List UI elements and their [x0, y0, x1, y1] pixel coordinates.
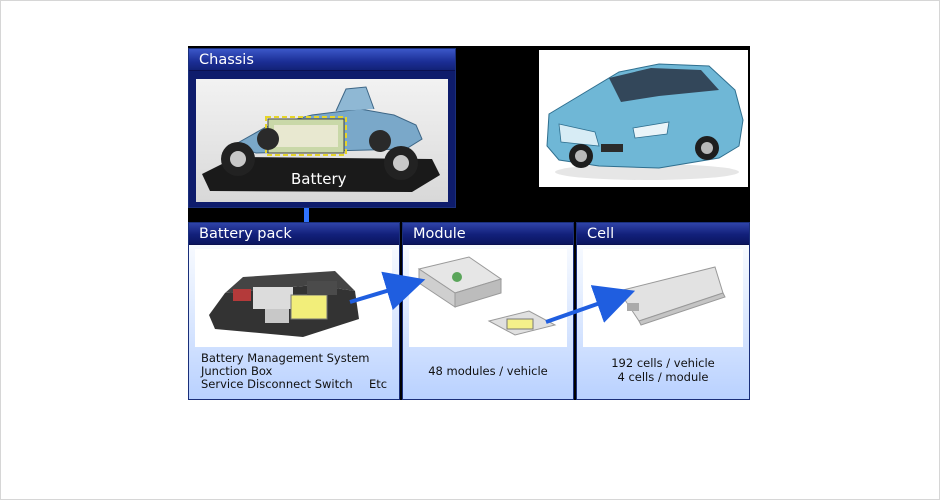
- battery-label: Battery: [291, 170, 347, 188]
- battery-pack-etc: Etc: [369, 377, 388, 391]
- cell-panel: Cell 192 cells / vehicle 4 cells / modul…: [576, 222, 750, 400]
- battery-pack-title: Battery pack: [189, 223, 399, 245]
- chassis-panel: Chassis Battery: [188, 48, 456, 208]
- cell-caption-line-2: 4 cells / module: [617, 370, 709, 384]
- arrow-icon: [349, 271, 636, 324]
- module-panel: Module 48 modules / vehicle: [402, 222, 574, 400]
- battery-pack-panel: Battery pack Battery Management System J…: [188, 222, 400, 400]
- battery-pack-line-1: Battery Management System: [201, 351, 370, 365]
- battery-pack-line-2: Junction Box: [201, 364, 273, 378]
- chassis-photo: Battery: [196, 79, 448, 202]
- battery-pack-line-3: Service Disconnect Switch: [201, 377, 353, 391]
- cell-title: Cell: [577, 223, 749, 245]
- cell-caption-line-1: 192 cells / vehicle: [611, 356, 715, 370]
- chassis-title: Chassis: [189, 49, 455, 71]
- module-title: Module: [403, 223, 573, 245]
- slide: Chassis Battery: [188, 46, 750, 400]
- car-photo: [539, 50, 748, 187]
- module-caption: 48 modules / vehicle: [428, 364, 548, 378]
- module-photo: [409, 249, 567, 347]
